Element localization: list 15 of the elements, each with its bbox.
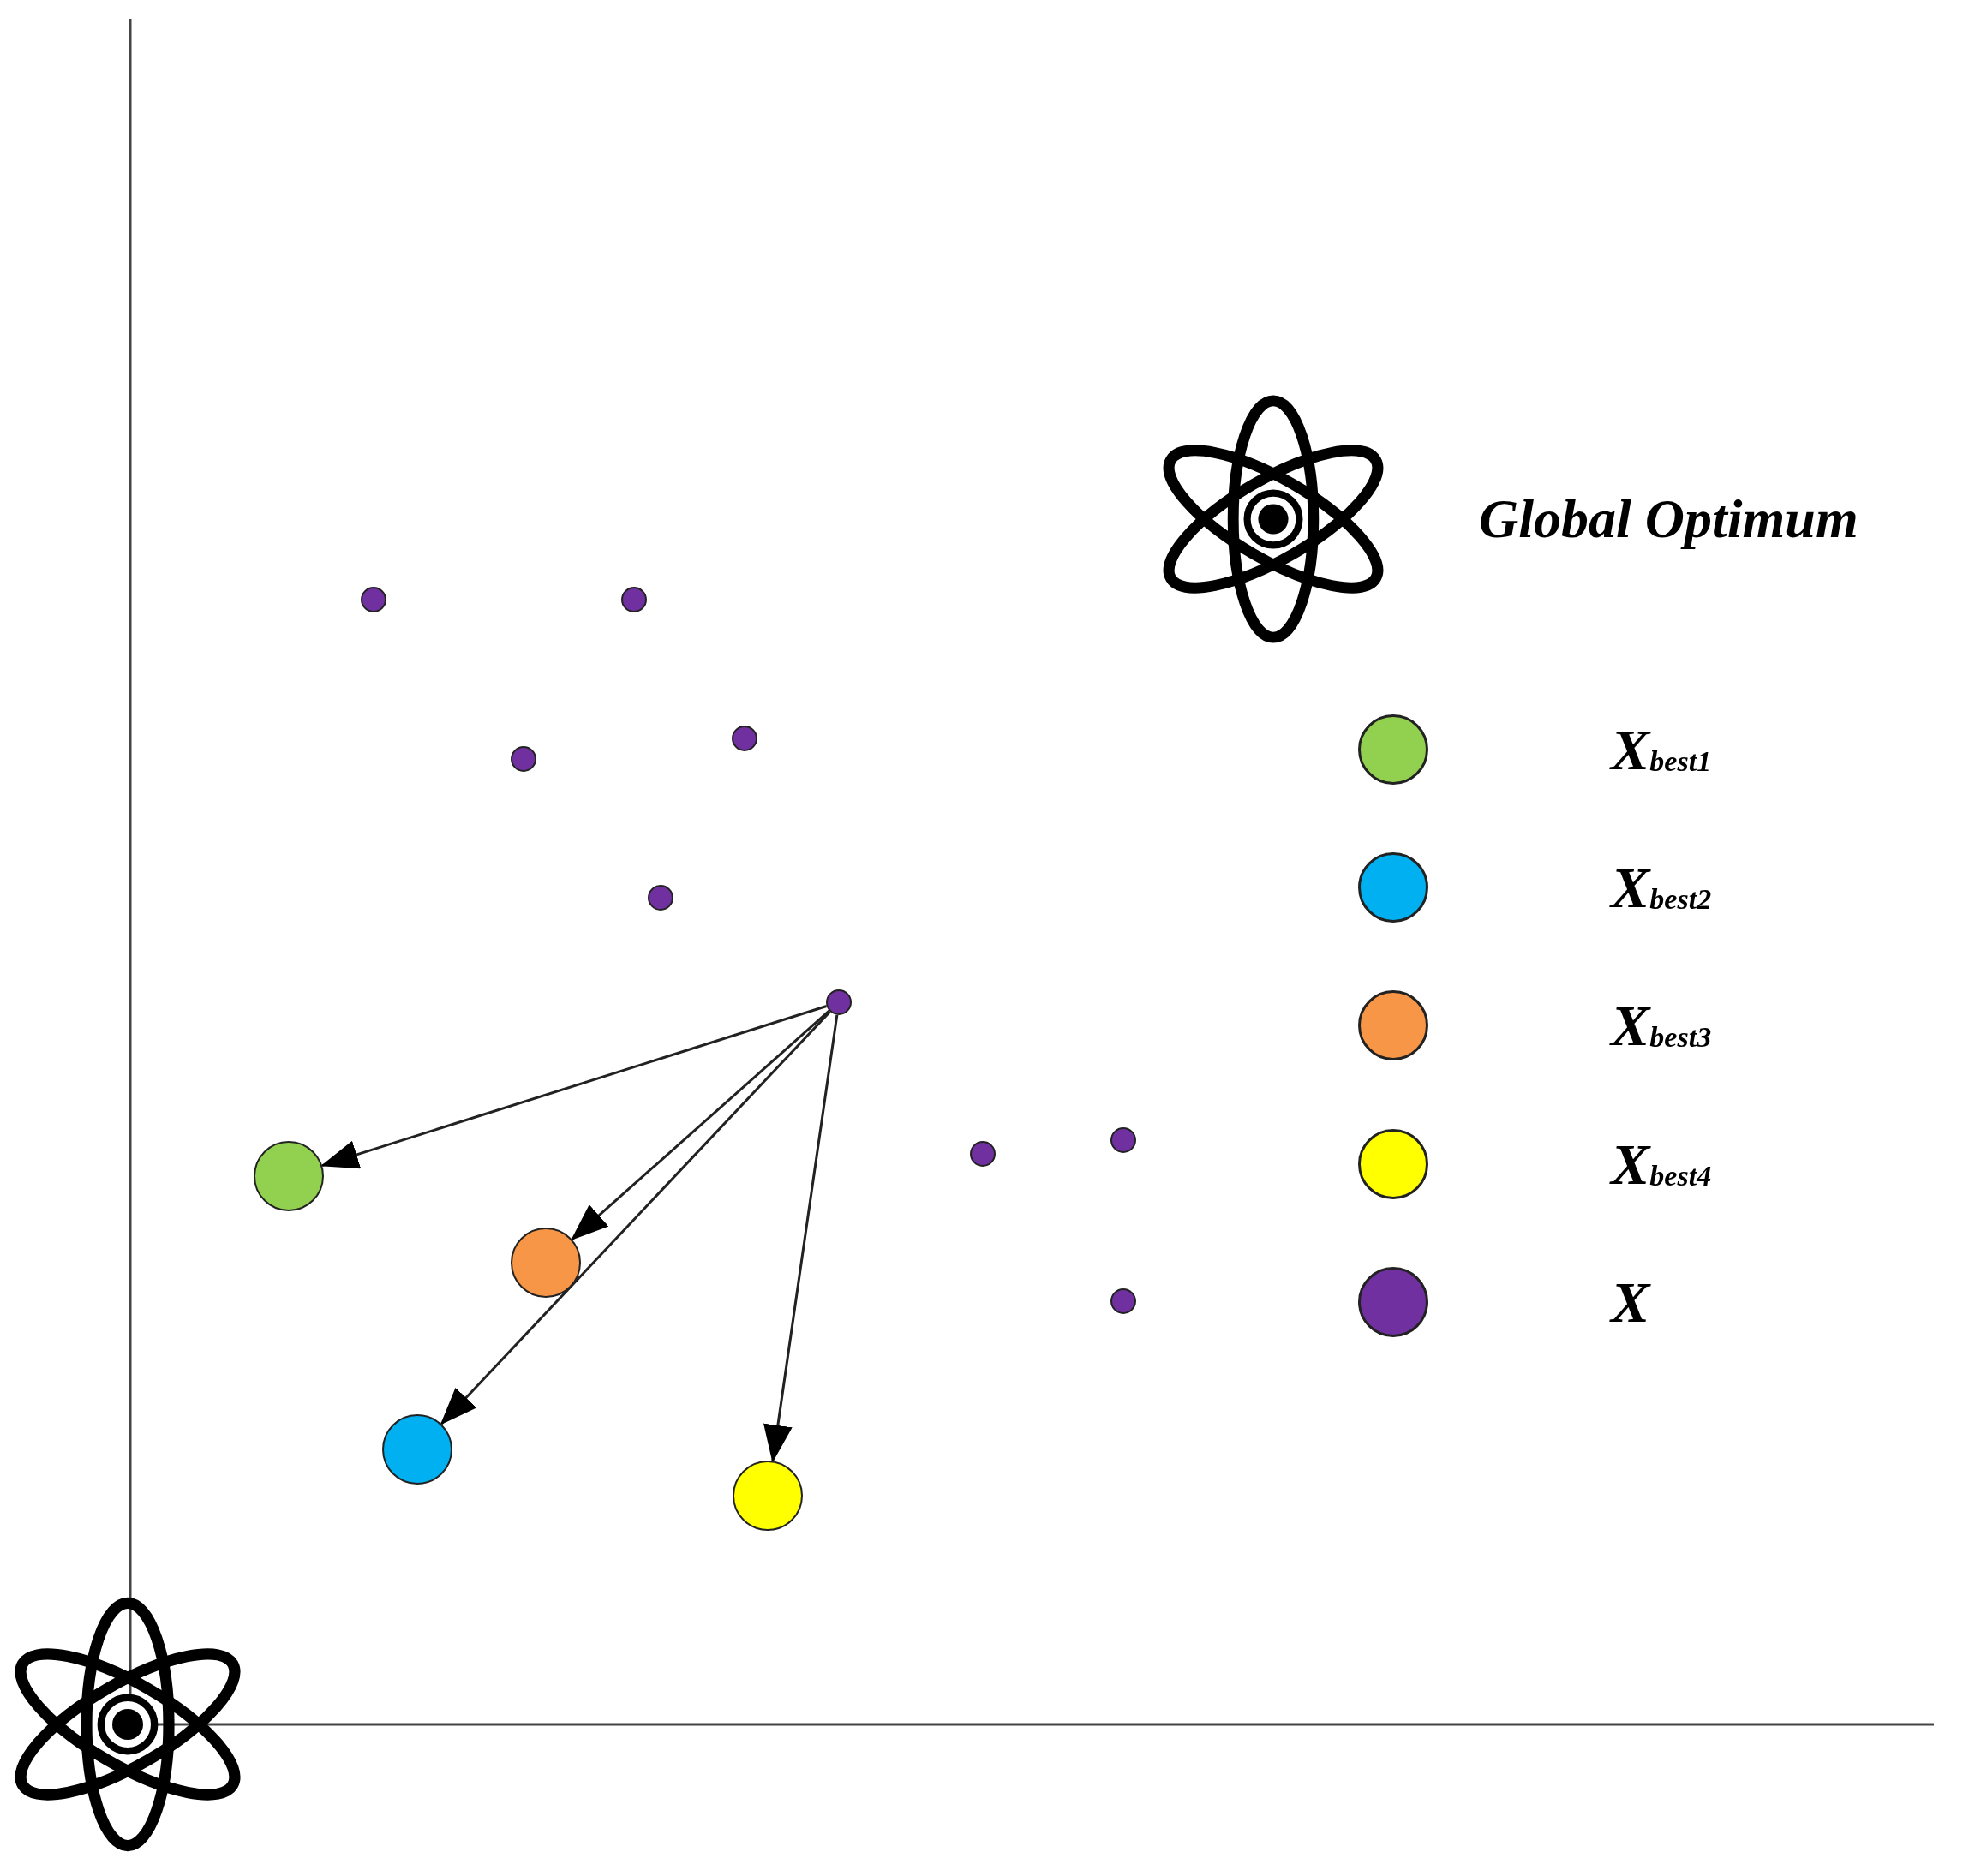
search-agent-dot	[970, 1141, 996, 1167]
search-agent-dot	[648, 885, 673, 911]
solution-circle	[511, 1228, 581, 1298]
search-agent-dot	[826, 989, 852, 1015]
arrow	[440, 1010, 831, 1425]
search-agent-dot	[511, 746, 536, 772]
arrow	[763, 1014, 839, 1463]
search-agent-dot	[1110, 1288, 1136, 1314]
arrow	[571, 1009, 830, 1241]
legend-label: X	[1611, 1273, 1650, 1331]
search-agent-dot	[732, 726, 757, 751]
search-agent-dot	[621, 587, 647, 612]
search-agent-dot	[1110, 1127, 1136, 1153]
search-agent-dot	[361, 587, 386, 612]
arrow	[320, 1005, 828, 1169]
